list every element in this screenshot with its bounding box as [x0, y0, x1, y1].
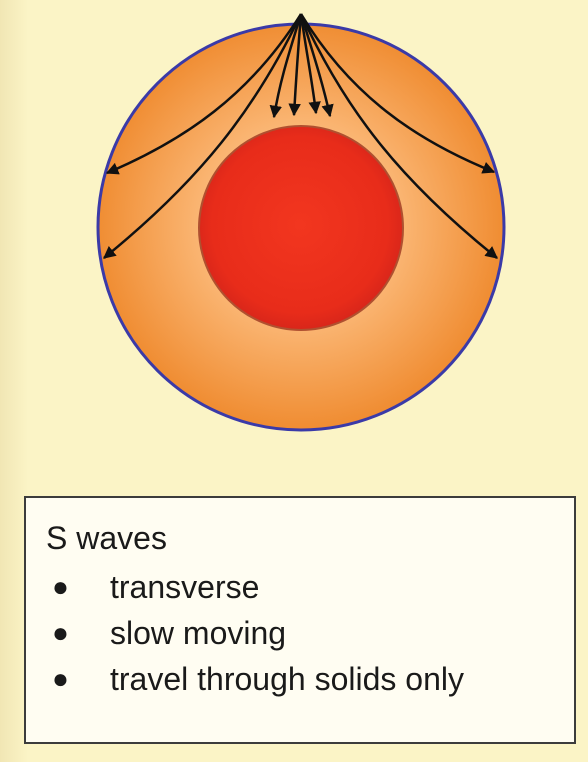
bullet-icon: ● — [52, 656, 69, 702]
properties-list: ● transverse ● slow moving ● travel thro… — [46, 564, 574, 702]
info-title: S waves — [46, 518, 574, 558]
property-item: ● slow moving — [46, 610, 574, 656]
earth-diagram — [0, 0, 588, 480]
property-text: transverse — [110, 569, 259, 605]
property-text: slow moving — [110, 615, 286, 651]
property-item: ● travel through solids only — [46, 656, 574, 702]
property-item: ● transverse — [46, 564, 574, 610]
core — [199, 126, 403, 330]
info-box: S waves ● transverse ● slow moving ● tra… — [24, 496, 576, 744]
property-text: travel through solids only — [110, 661, 464, 697]
bullet-icon: ● — [52, 564, 69, 610]
bullet-icon: ● — [52, 610, 69, 656]
